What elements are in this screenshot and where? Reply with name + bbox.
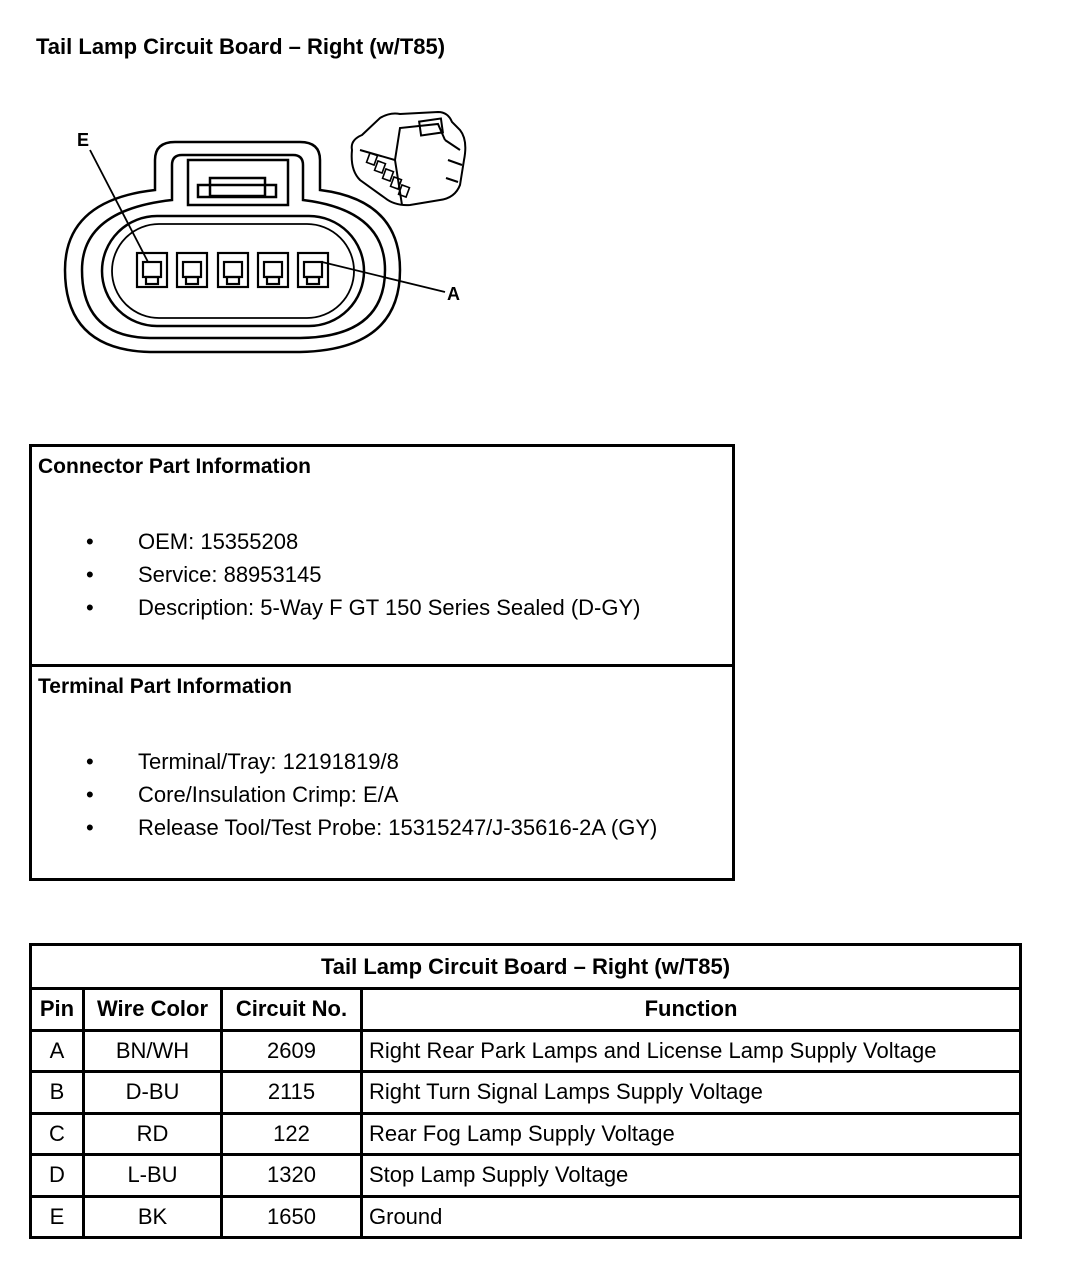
part-info-box: Connector Part Information OEM: 15355208… xyxy=(29,444,735,881)
wire-color-cell: BK xyxy=(82,1194,223,1239)
connector-part-info-list: OEM: 15355208 Service: 88953145 Descript… xyxy=(32,529,641,628)
pin-cell: B xyxy=(29,1070,85,1115)
list-item: Terminal/Tray: 12191819/8 xyxy=(32,749,657,782)
table-row: B D-BU 2115 Right Turn Signal Lamps Supp… xyxy=(29,1070,1023,1115)
terminal-part-info-heading: Terminal Part Information xyxy=(38,675,292,698)
connector-perspective-view xyxy=(350,110,467,207)
circuit-no-cell: 122 xyxy=(220,1111,363,1156)
circuit-no-cell: 2609 xyxy=(220,1028,363,1073)
function-cell: Rear Fog Lamp Supply Voltage xyxy=(359,1111,1023,1156)
terminal-part-info-list: Terminal/Tray: 12191819/8 Core/Insulatio… xyxy=(32,749,657,848)
function-cell: Stop Lamp Supply Voltage xyxy=(359,1153,1023,1198)
function-cell: Ground xyxy=(359,1194,1023,1239)
table-row: A BN/WH 2609 Right Rear Park Lamps and L… xyxy=(29,1028,1023,1073)
connector-part-info: Connector Part Information OEM: 15355208… xyxy=(32,447,732,667)
pin-cell: D xyxy=(29,1153,85,1198)
function-cell: Right Turn Signal Lamps Supply Voltage xyxy=(359,1070,1023,1115)
pin-label-a: A xyxy=(447,284,460,304)
circuit-no-cell: 1650 xyxy=(220,1194,363,1239)
connector-part-info-heading: Connector Part Information xyxy=(38,455,312,478)
table-row: E BK 1650 Ground xyxy=(29,1194,1023,1239)
column-header-pin: Pin xyxy=(29,987,85,1032)
page-title: Tail Lamp Circuit Board – Right (w/T85) xyxy=(36,34,446,59)
list-item: OEM: 15355208 xyxy=(32,529,641,562)
pin-cell: E xyxy=(29,1194,85,1239)
column-header-function: Function xyxy=(359,987,1023,1032)
pin-label-e: E xyxy=(77,130,89,150)
table-row: C RD 122 Rear Fog Lamp Supply Voltage xyxy=(29,1111,1023,1156)
cavity-d xyxy=(175,251,209,289)
cavity-c xyxy=(216,251,250,289)
leader-line-e xyxy=(89,149,149,263)
table-row: D L-BU 1320 Stop Lamp Supply Voltage xyxy=(29,1153,1023,1198)
wire-color-cell: RD xyxy=(82,1111,223,1156)
pin-cell: A xyxy=(29,1028,85,1073)
leader-line-a xyxy=(321,261,446,293)
list-item: Service: 88953145 xyxy=(32,562,641,595)
wire-color-cell: L-BU xyxy=(82,1153,223,1198)
connector-face xyxy=(100,214,366,328)
cavity-a xyxy=(296,251,330,289)
circuit-no-cell: 1320 xyxy=(220,1153,363,1198)
column-header-circuit-no: Circuit No. xyxy=(220,987,363,1032)
connector-housing-outline xyxy=(63,140,402,354)
connector-diagram: E A xyxy=(63,110,467,354)
wire-color-cell: D-BU xyxy=(82,1070,223,1115)
circuit-no-cell: 2115 xyxy=(220,1070,363,1115)
list-item: Release Tool/Test Probe: 15315247/J-3561… xyxy=(32,815,657,848)
table-caption: Tail Lamp Circuit Board – Right (w/T85) xyxy=(28,943,1023,990)
terminal-part-info: Terminal Part Information Terminal/Tray:… xyxy=(32,667,732,878)
wire-color-cell: BN/WH xyxy=(82,1028,223,1073)
function-cell: Right Rear Park Lamps and License Lamp S… xyxy=(359,1028,1023,1073)
list-item: Core/Insulation Crimp: E/A xyxy=(32,782,657,815)
cavity-b xyxy=(256,251,290,289)
list-item: Description: 5-Way F GT 150 Series Seale… xyxy=(32,595,641,628)
column-header-wire-color: Wire Color xyxy=(82,987,223,1032)
pin-function-table: Tail Lamp Circuit Board – Right (w/T85) … xyxy=(28,943,1023,1239)
pin-cell: C xyxy=(29,1111,85,1156)
cavity-e xyxy=(135,251,169,289)
